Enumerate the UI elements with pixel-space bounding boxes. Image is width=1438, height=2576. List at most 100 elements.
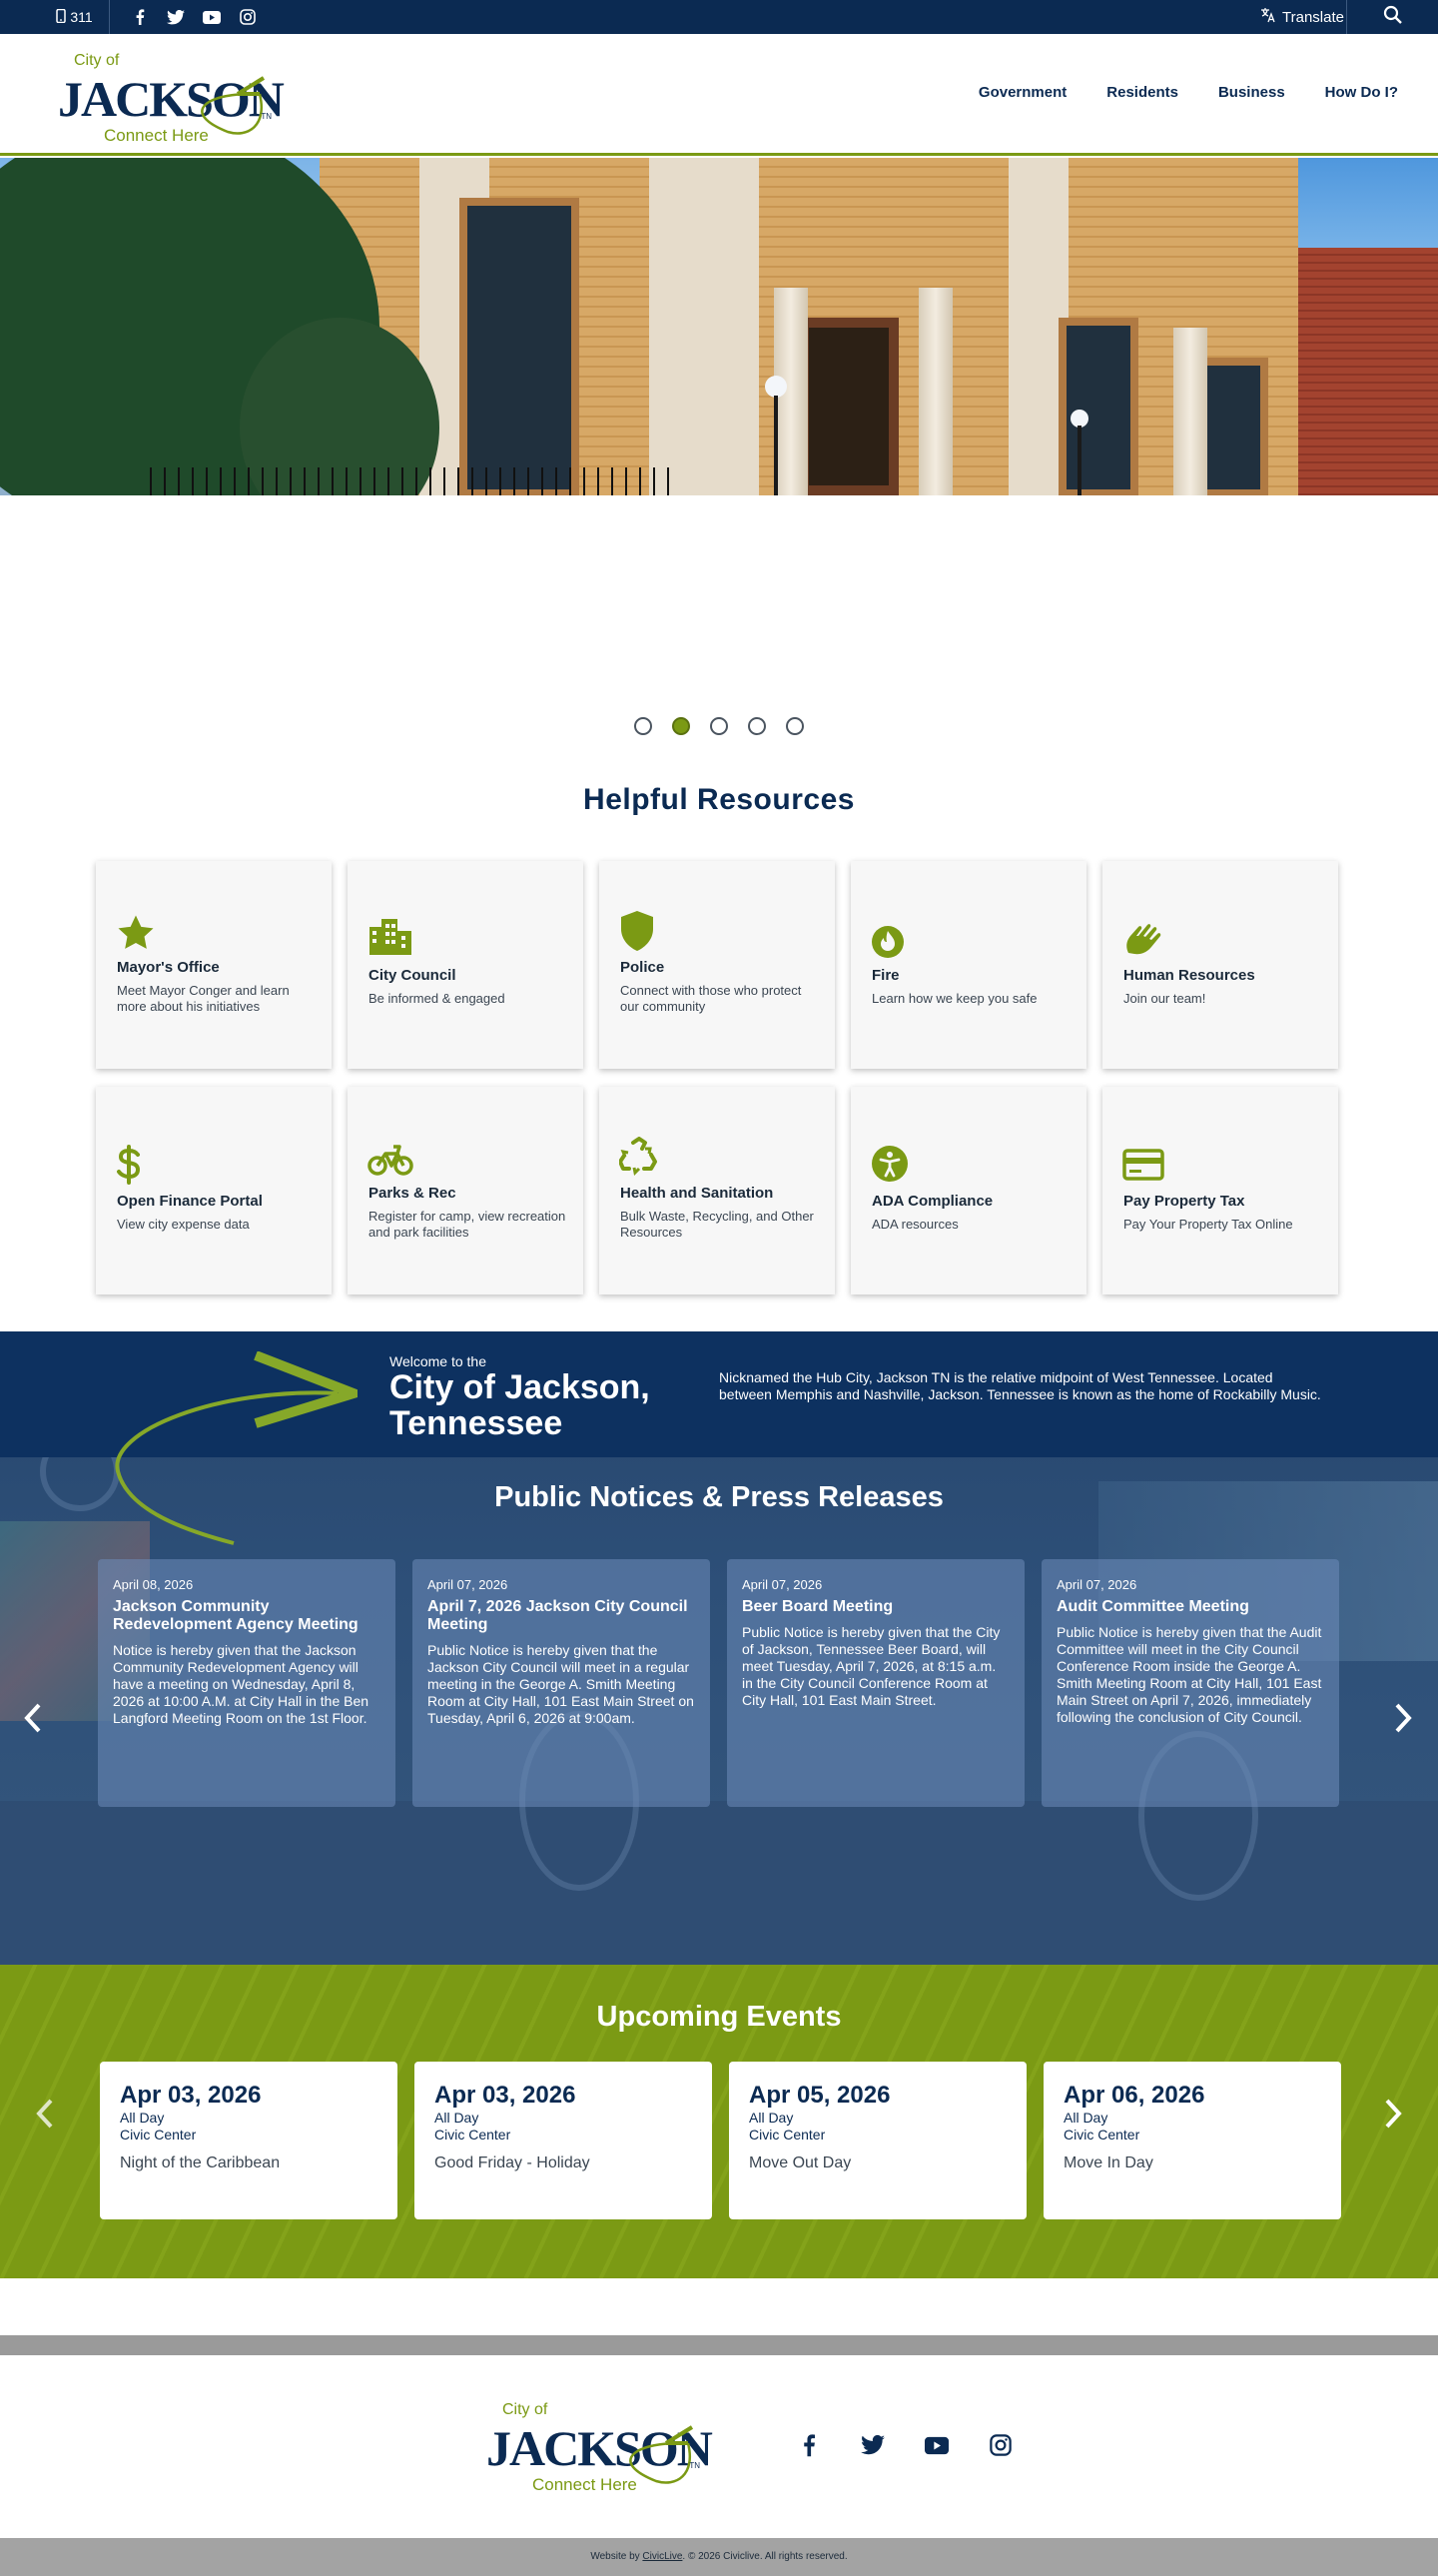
notice-card[interactable]: April 07, 2026 Audit Committee Meeting P…	[1042, 1559, 1339, 1807]
footer-logo-link[interactable]: City of JACKSON Connect Here TN	[486, 2393, 713, 2495]
notice-card[interactable]: April 07, 2026 Beer Board Meeting Public…	[727, 1559, 1025, 1807]
resource-desc: Register for camp, view recreation and p…	[368, 1209, 566, 1240]
twitter-icon[interactable]	[166, 7, 186, 27]
chevron-left-icon	[23, 1699, 43, 1743]
instagram-icon[interactable]	[989, 2433, 1013, 2457]
youtube-icon[interactable]	[202, 7, 222, 27]
event-date: Apr 03, 2026	[434, 2082, 576, 2109]
resource-title: City Council	[368, 967, 456, 984]
main-nav: Government Residents Business How Do I?	[979, 84, 1398, 101]
notice-body: Public Notice is hereby given that the J…	[427, 1642, 694, 1726]
accessibility-icon	[871, 1145, 915, 1189]
logo-swoosh-icon	[629, 2425, 694, 2484]
notice-title[interactable]: Beer Board Meeting	[742, 1598, 894, 1615]
resource-desc: View city expense data	[117, 1217, 250, 1232]
notice-card[interactable]: April 07, 2026 April 7, 2026 Jackson Cit…	[412, 1559, 710, 1807]
event-location: Civic Center	[749, 2127, 826, 2143]
resource-card-ada-compliance[interactable]: ADA Compliance ADA resources	[851, 1087, 1086, 1294]
notice-body: Public Notice is hereby given that the C…	[742, 1624, 1001, 1708]
public-notices-heading: Public Notices & Press Releases	[494, 1481, 944, 1513]
event-card[interactable]: Apr 03, 2026 All Day Civic Center Good F…	[414, 2062, 712, 2219]
hero-door	[799, 318, 899, 495]
hero-image-city-hall	[0, 158, 1438, 495]
slider-dot-5[interactable]	[786, 717, 804, 735]
hero-column	[1173, 328, 1207, 495]
slider-dot-2[interactable]	[672, 717, 690, 735]
logo-name: JACKSON	[58, 71, 285, 127]
resource-desc: Meet Mayor Conger and learn more about h…	[117, 983, 290, 1014]
hero-fence	[150, 467, 669, 495]
hero-tree	[240, 318, 439, 495]
event-card[interactable]: Apr 03, 2026 All Day Civic Center Night …	[100, 2062, 397, 2219]
notices-prev-button[interactable]	[18, 1701, 48, 1741]
notice-title[interactable]: April 7, 2026 Jackson City Council Meeti…	[427, 1598, 688, 1633]
notice-card[interactable]: April 08, 2026 Jackson Community Redevel…	[98, 1559, 395, 1807]
hero-brick-building	[1298, 248, 1438, 495]
city-logo-link[interactable]: City of JACKSON Connect Here TN	[58, 44, 285, 146]
hero-column	[919, 288, 953, 495]
resource-card-city-council[interactable]: City Council Be informed & engaged	[348, 861, 583, 1069]
facebook-icon[interactable]	[797, 2433, 821, 2457]
welcome-heading: City of Jackson, Tennessee	[389, 1368, 650, 1442]
chevron-left-icon	[35, 2095, 55, 2139]
event-name[interactable]: Move Out Day	[749, 2154, 852, 2171]
chevron-right-icon	[1393, 1699, 1413, 1743]
notice-date: April 07, 2026	[427, 1577, 508, 1592]
nav-government[interactable]: Government	[978, 84, 1068, 101]
resource-card-pay-property-tax[interactable]: Pay Property Tax Pay Your Property Tax O…	[1102, 1087, 1338, 1294]
city-icon	[367, 915, 411, 959]
resource-title: ADA Compliance	[872, 1193, 994, 1210]
resource-card-parks-rec[interactable]: Parks & Rec Register for camp, view recr…	[348, 1087, 583, 1294]
slider-dot-4[interactable]	[748, 717, 766, 735]
welcome-band	[0, 1331, 1438, 1457]
event-name[interactable]: Move In Day	[1064, 2154, 1153, 2171]
facebook-icon[interactable]	[130, 7, 150, 27]
slider-dot-3[interactable]	[710, 717, 728, 735]
notices-list: April 08, 2026 Jackson Community Redevel…	[98, 1559, 1340, 1807]
youtube-icon[interactable]	[925, 2433, 949, 2457]
search-button[interactable]	[1346, 0, 1438, 34]
notice-date: April 07, 2026	[1057, 1577, 1137, 1592]
translate-button[interactable]: Translate	[1260, 0, 1344, 34]
resource-card-police[interactable]: Police Connect with those who protect ou…	[599, 861, 835, 1069]
notice-title[interactable]: Audit Committee Meeting	[1057, 1598, 1249, 1615]
events-next-button[interactable]	[1378, 2097, 1408, 2137]
event-card[interactable]: Apr 05, 2026 All Day Civic Center Move O…	[729, 2062, 1027, 2219]
logo-city-of: City of	[74, 52, 120, 69]
event-time: All Day	[434, 2110, 479, 2126]
slider-dot-1[interactable]	[634, 717, 652, 735]
nav-business[interactable]: Business	[1217, 84, 1285, 101]
footer-social-links	[797, 2433, 1013, 2457]
logo-tagline: Connect Here	[532, 2475, 637, 2494]
events-prev-button[interactable]	[30, 2097, 60, 2137]
event-name[interactable]: Night of the Caribbean	[120, 2154, 281, 2171]
nav-how-do-i[interactable]: How Do I?	[1324, 84, 1398, 101]
resource-card-health-sanitation[interactable]: Health and Sanitation Bulk Waste, Recycl…	[599, 1087, 835, 1294]
resource-desc: Learn how we keep you safe	[872, 991, 1038, 1006]
resource-card-fire[interactable]: Fire Learn how we keep you safe	[851, 861, 1086, 1069]
hero-lamp	[765, 376, 787, 398]
event-card[interactable]: Apr 06, 2026 All Day Civic Center Move I…	[1044, 2062, 1341, 2219]
phone-311-link[interactable]: 311	[40, 0, 110, 34]
fire-icon	[871, 921, 915, 965]
logo-tagline: Connect Here	[104, 126, 209, 145]
resource-title: Pay Property Tax	[1123, 1193, 1245, 1210]
bicycle-icon	[367, 1143, 413, 1187]
phone-311-label: 311	[70, 9, 93, 25]
upcoming-events-section: Upcoming Events Apr 03, 2026 All Day Civ…	[0, 1965, 1438, 2278]
notice-title[interactable]: Jackson Community Redevelopment Agency M…	[113, 1598, 359, 1633]
nav-residents[interactable]: Residents	[1106, 84, 1178, 101]
twitter-icon[interactable]	[861, 2433, 885, 2457]
civiclive-link[interactable]: CivicLive	[642, 2551, 683, 2562]
star-icon	[116, 913, 160, 957]
instagram-icon[interactable]	[238, 7, 258, 27]
notice-body: Notice is hereby given that the Jackson …	[113, 1642, 369, 1726]
resource-card-mayors-office[interactable]: Mayor's Office Meet Mayor Conger and lea…	[96, 861, 332, 1069]
notices-next-button[interactable]	[1388, 1701, 1418, 1741]
resource-card-human-resources[interactable]: Human Resources Join our team!	[1102, 861, 1338, 1069]
event-time: All Day	[120, 2110, 165, 2126]
shield-icon	[619, 911, 663, 955]
resource-card-open-finance-portal[interactable]: Open Finance Portal View city expense da…	[96, 1087, 332, 1294]
notice-body: Public Notice is hereby given that the A…	[1057, 1624, 1322, 1725]
event-name[interactable]: Good Friday - Holiday	[434, 2154, 590, 2171]
